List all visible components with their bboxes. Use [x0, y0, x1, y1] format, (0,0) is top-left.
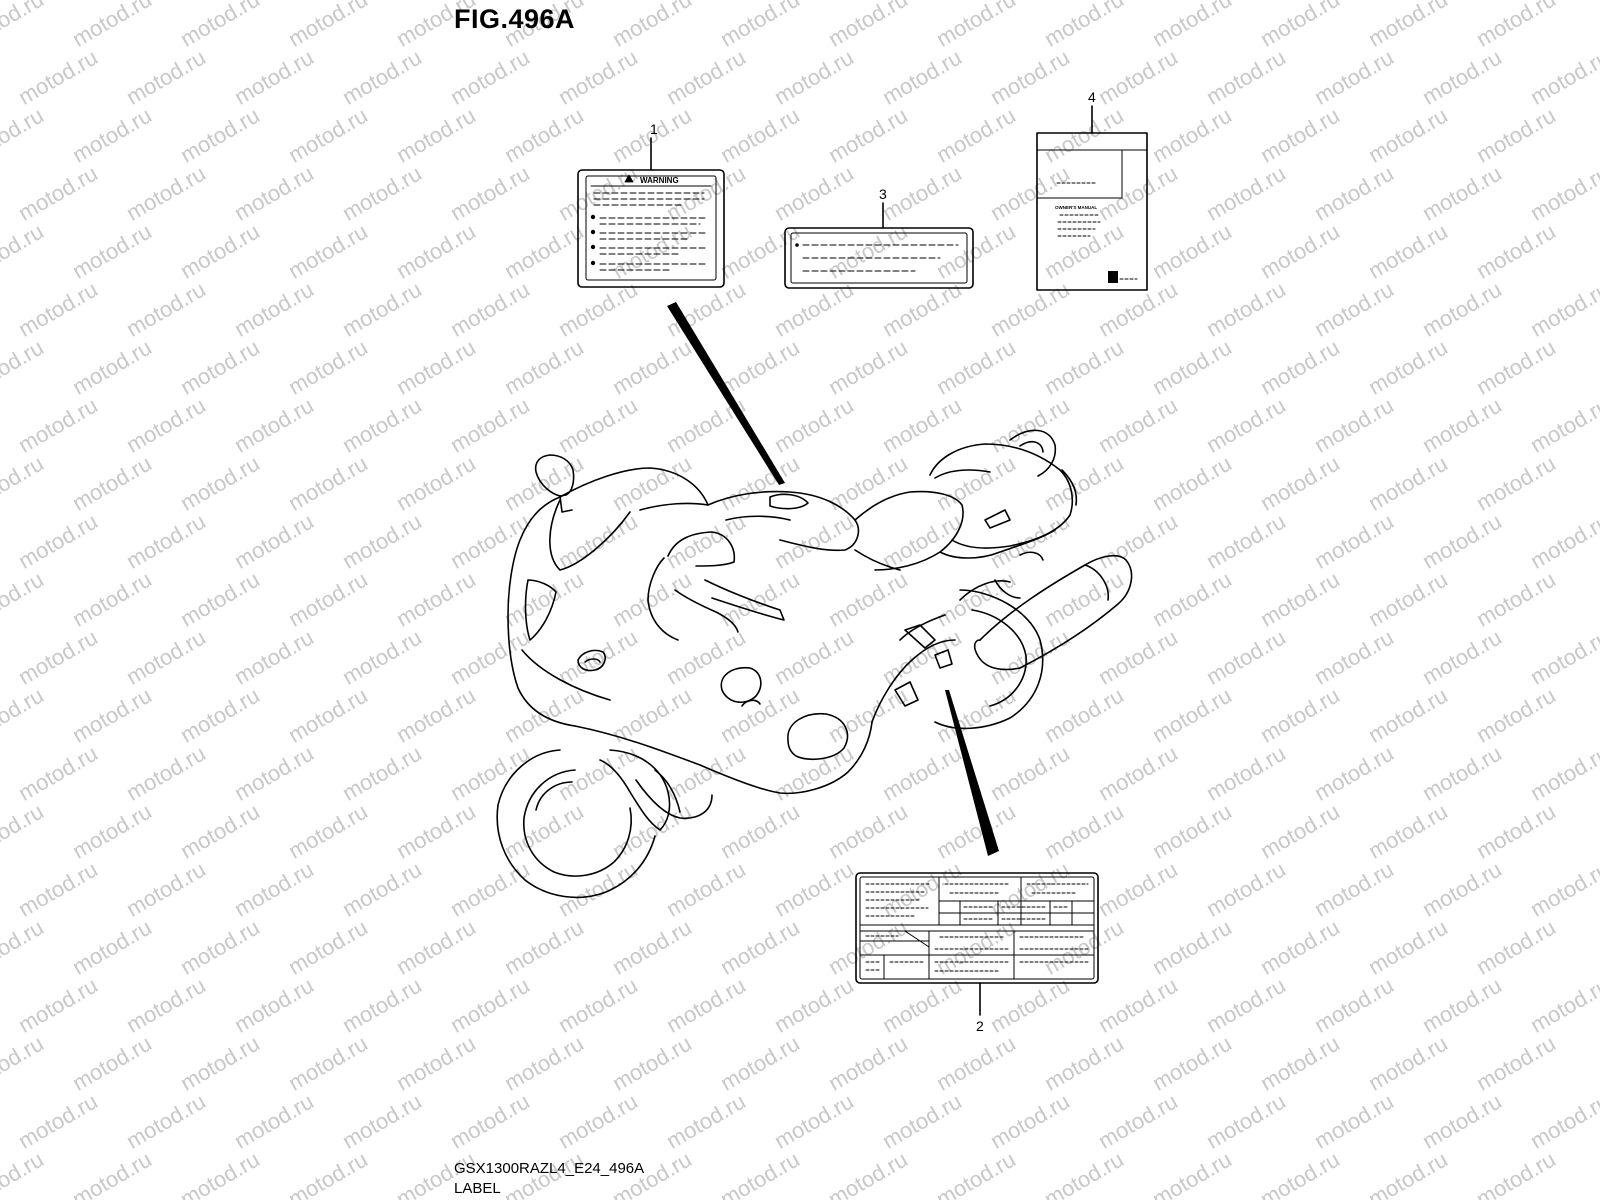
part-2-specification-label[interactable]	[855, 872, 1099, 984]
callout-1[interactable]: 1	[650, 121, 658, 137]
part-4-owners-manual[interactable]	[1036, 132, 1148, 291]
callout-4[interactable]: 4	[1088, 89, 1096, 105]
leader-wedge-label-2	[945, 690, 999, 856]
callout-2[interactable]: 2	[976, 1018, 984, 1034]
motorcycle-outline	[496, 429, 1133, 899]
section-label: LABEL	[454, 1180, 501, 1197]
leader-wedge-label-1	[667, 302, 785, 485]
warning-header-text: WARNING	[640, 176, 679, 185]
manual-title-text: OWNER'S MANUAL	[1055, 205, 1097, 210]
part-3-label[interactable]	[784, 227, 974, 289]
part-1-warning-label[interactable]	[577, 169, 725, 288]
figure-title: FIG.496A	[454, 4, 576, 34]
callout-3[interactable]: 3	[879, 186, 887, 202]
model-code: GSX1300RAZL4_E24_496A	[454, 1160, 645, 1177]
